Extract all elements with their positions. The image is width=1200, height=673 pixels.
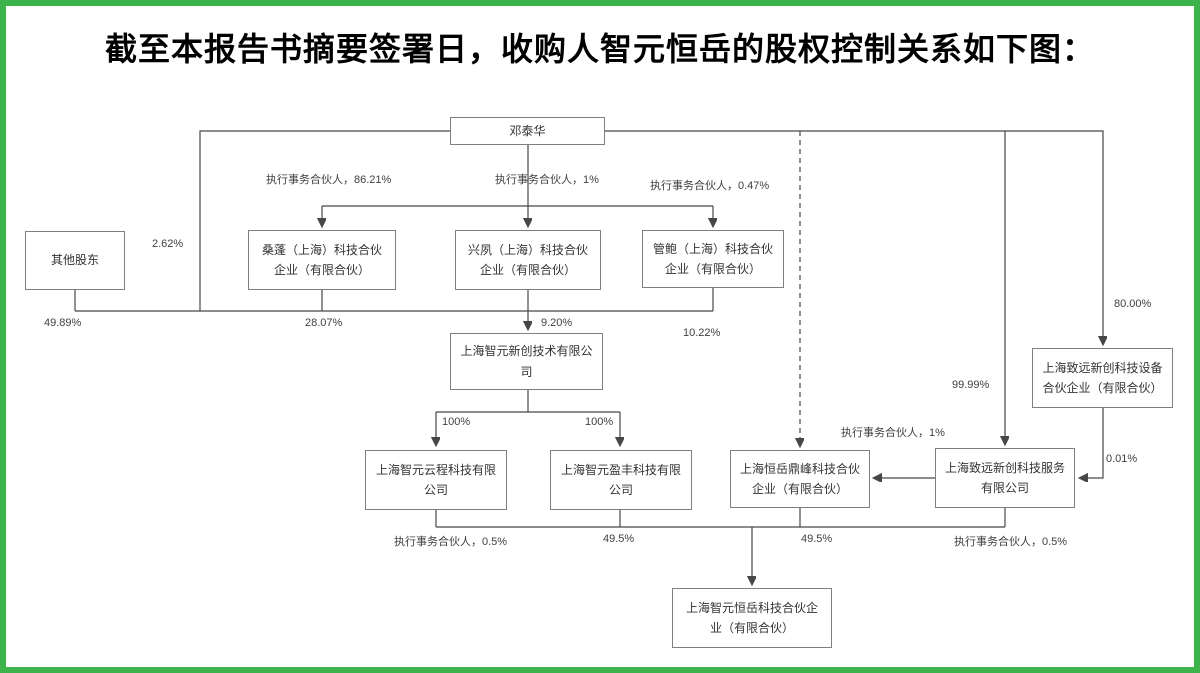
edge-label-gp-guanbao: 执行事务合伙人，0.47% <box>650 180 770 192</box>
connector <box>605 130 1103 344</box>
edge-label-gp-hengyue-left: 执行事务合伙人，0.5% <box>394 536 508 548</box>
node-hengyue-dingfeng: 上海恒岳鼎峰科技合伙企业（有限合伙） <box>730 450 870 508</box>
edge-label-yuncheng-100: 100% <box>442 416 471 428</box>
edge-label-dingfeng-stake: 49.5% <box>801 533 833 545</box>
node-guanbao: 管鲍（上海）科技合伙企业（有限合伙） <box>642 230 784 288</box>
node-deng-taihua: 邓泰华 <box>450 117 605 145</box>
node-zhiyuan-yingfeng: 上海智元盈丰科技有限公司 <box>550 450 692 510</box>
edge-label-gp-hengyue-right: 执行事务合伙人，0.5% <box>954 536 1068 548</box>
node-zhiyuan-yuncheng: 上海智元云程科技有限公司 <box>365 450 507 510</box>
edge-label-guanbao-stake: 10.22% <box>683 327 721 339</box>
edge-label-shebei-stake: 80.00% <box>1114 298 1152 310</box>
connector <box>1080 408 1104 478</box>
node-zhiyuan-fuwu: 上海致远新创科技服务有限公司 <box>935 448 1075 508</box>
edge-label-gp-sangpeng: 执行事务合伙人，86.21% <box>266 174 392 186</box>
edge-label-yingfeng-stake: 49.5% <box>603 533 635 545</box>
node-zhiyuan-xinchuang: 上海智元新创技术有限公司 <box>450 333 603 390</box>
edge-label-xingsu-stake: 9.20% <box>541 317 573 329</box>
edge-label-shebei-fuwu: 0.01% <box>1106 453 1138 465</box>
node-xingsu: 兴夙（上海）科技合伙企业（有限合伙） <box>455 230 601 290</box>
node-zhiyuan-hengyue: 上海智元恒岳科技合伙企业（有限合伙） <box>672 588 832 648</box>
edge-label-sangpeng-stake: 28.07% <box>305 317 343 329</box>
connector <box>199 130 450 311</box>
edge-label-deng-direct: 2.62% <box>152 238 184 250</box>
node-other-shareholders: 其他股东 <box>25 231 125 290</box>
edge-label-other-sh-stake: 49.89% <box>44 317 82 329</box>
node-zhiyuan-shebei: 上海致远新创科技设备合伙企业（有限合伙） <box>1032 348 1173 408</box>
edge-label-gp-xingsu: 执行事务合伙人，1% <box>495 174 599 186</box>
edge-label-fuwu-stake: 99.99% <box>952 379 990 391</box>
edge-label-gp-dingfeng: 执行事务合伙人，1% <box>841 427 945 439</box>
page-title: 截至本报告书摘要签署日，收购人智元恒岳的股权控制关系如下图： <box>104 31 1095 67</box>
edge-label-yingfeng-100: 100% <box>585 416 614 428</box>
node-sangpeng: 桑蓬（上海）科技合伙企业（有限合伙） <box>248 230 396 290</box>
